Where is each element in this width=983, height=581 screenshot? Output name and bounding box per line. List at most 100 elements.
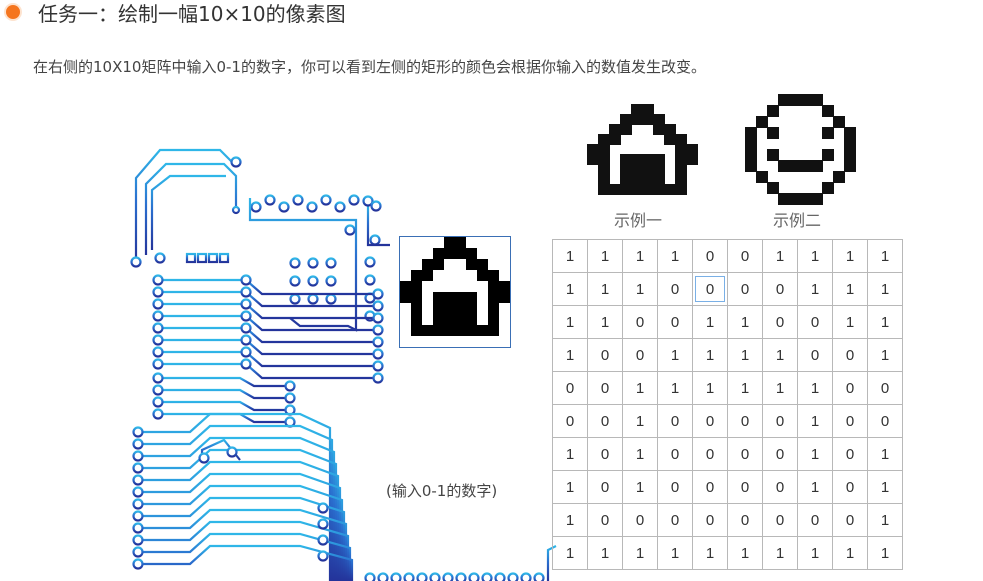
matrix-cell-input[interactable] (870, 375, 900, 401)
matrix-cell-input[interactable] (625, 507, 655, 533)
matrix-cell-input[interactable] (625, 342, 655, 368)
matrix-cell-input[interactable] (625, 408, 655, 434)
matrix-cell-input[interactable] (800, 441, 830, 467)
matrix-cell-input[interactable] (695, 408, 725, 434)
matrix-cell-input[interactable] (660, 408, 690, 434)
matrix-cell-input[interactable] (835, 276, 865, 302)
matrix-cell-input[interactable] (555, 375, 585, 401)
matrix-cell-input[interactable] (730, 375, 760, 401)
matrix-cell-input[interactable] (765, 507, 795, 533)
matrix-cell-input[interactable] (835, 408, 865, 434)
matrix-cell-input[interactable] (625, 243, 655, 269)
matrix-cell-input[interactable] (730, 441, 760, 467)
matrix-cell-input[interactable] (590, 243, 620, 269)
matrix-cell-input[interactable] (730, 474, 760, 500)
matrix-cell-input[interactable] (765, 441, 795, 467)
matrix-cell-input[interactable] (625, 309, 655, 335)
matrix-cell-input[interactable] (765, 309, 795, 335)
matrix-cell-input[interactable] (660, 342, 690, 368)
matrix-cell-input[interactable] (730, 276, 760, 302)
matrix-cell-input[interactable] (870, 243, 900, 269)
matrix-cell-input[interactable] (800, 474, 830, 500)
matrix-cell-input[interactable] (730, 540, 760, 566)
matrix-cell-input[interactable] (835, 540, 865, 566)
matrix-cell-input[interactable] (800, 375, 830, 401)
matrix-cell-input[interactable] (800, 507, 830, 533)
matrix-cell-input[interactable] (590, 276, 620, 302)
matrix-cell-input[interactable] (555, 276, 585, 302)
matrix-cell-input[interactable] (590, 375, 620, 401)
matrix-cell-input[interactable] (625, 474, 655, 500)
matrix-cell-input[interactable] (835, 507, 865, 533)
matrix-cell-input[interactable] (555, 540, 585, 566)
matrix-cell-input[interactable] (765, 375, 795, 401)
matrix-cell-input[interactable] (555, 243, 585, 269)
matrix-cell-input[interactable] (800, 408, 830, 434)
matrix-cell-input[interactable] (695, 243, 725, 269)
matrix-cell-input[interactable] (660, 441, 690, 467)
matrix-cell-input[interactable] (660, 474, 690, 500)
matrix-cell-input[interactable] (695, 441, 725, 467)
matrix-cell-input[interactable] (730, 342, 760, 368)
matrix-cell-input[interactable] (765, 342, 795, 368)
matrix-cell-input[interactable] (800, 309, 830, 335)
matrix-cell-input[interactable] (800, 342, 830, 368)
matrix-cell-input[interactable] (870, 441, 900, 467)
matrix-cell-input[interactable] (555, 474, 585, 500)
matrix-cell-input[interactable] (590, 540, 620, 566)
matrix-cell-input[interactable] (590, 408, 620, 434)
matrix-cell-input[interactable] (730, 408, 760, 434)
matrix-cell-input[interactable] (660, 276, 690, 302)
matrix-cell-input[interactable] (590, 342, 620, 368)
matrix-cell-input[interactable] (555, 408, 585, 434)
matrix-cell-input[interactable] (590, 474, 620, 500)
matrix-cell-input[interactable] (835, 375, 865, 401)
matrix-cell-input[interactable] (625, 441, 655, 467)
matrix-cell-input[interactable] (590, 507, 620, 533)
matrix-cell-input[interactable] (695, 507, 725, 533)
matrix-cell-input[interactable] (870, 540, 900, 566)
matrix-cell-input[interactable] (555, 309, 585, 335)
matrix-cell-input[interactable] (660, 309, 690, 335)
matrix-cell-input[interactable] (800, 540, 830, 566)
matrix-cell-input[interactable] (835, 309, 865, 335)
matrix-cell-input[interactable] (870, 507, 900, 533)
matrix-cell-input[interactable] (660, 507, 690, 533)
matrix-cell-input[interactable] (660, 540, 690, 566)
matrix-cell-input[interactable] (625, 540, 655, 566)
matrix-cell-input[interactable] (765, 408, 795, 434)
matrix-cell-input[interactable] (800, 276, 830, 302)
matrix-cell-input[interactable] (590, 441, 620, 467)
matrix-cell-input[interactable] (870, 276, 900, 302)
matrix-cell-input[interactable] (695, 276, 725, 302)
matrix-cell-input[interactable] (555, 507, 585, 533)
matrix-cell-input[interactable] (765, 540, 795, 566)
matrix-cell-input[interactable] (800, 243, 830, 269)
matrix-cell-input[interactable] (765, 474, 795, 500)
matrix-cell-input[interactable] (870, 474, 900, 500)
matrix-cell-input[interactable] (695, 309, 725, 335)
matrix-cell-input[interactable] (695, 474, 725, 500)
matrix-cell-input[interactable] (835, 342, 865, 368)
matrix-cell-input[interactable] (555, 441, 585, 467)
matrix-cell-input[interactable] (765, 243, 795, 269)
matrix-cell-input[interactable] (870, 342, 900, 368)
matrix-cell-input[interactable] (730, 309, 760, 335)
matrix-cell-input[interactable] (835, 474, 865, 500)
matrix-cell-input[interactable] (695, 540, 725, 566)
matrix-cell-input[interactable] (625, 276, 655, 302)
matrix-cell-input[interactable] (835, 441, 865, 467)
matrix-cell-input[interactable] (695, 375, 725, 401)
matrix-cell-input[interactable] (660, 243, 690, 269)
matrix-cell-input[interactable] (660, 375, 690, 401)
matrix-cell-input[interactable] (765, 276, 795, 302)
matrix-cell-input[interactable] (730, 243, 760, 269)
matrix-cell-input[interactable] (835, 243, 865, 269)
matrix-cell-input[interactable] (870, 309, 900, 335)
matrix-cell-input[interactable] (625, 375, 655, 401)
matrix-cell-input[interactable] (695, 342, 725, 368)
matrix-cell-input[interactable] (555, 342, 585, 368)
matrix-cell-input[interactable] (730, 507, 760, 533)
matrix-cell-input[interactable] (870, 408, 900, 434)
matrix-cell-input[interactable] (590, 309, 620, 335)
